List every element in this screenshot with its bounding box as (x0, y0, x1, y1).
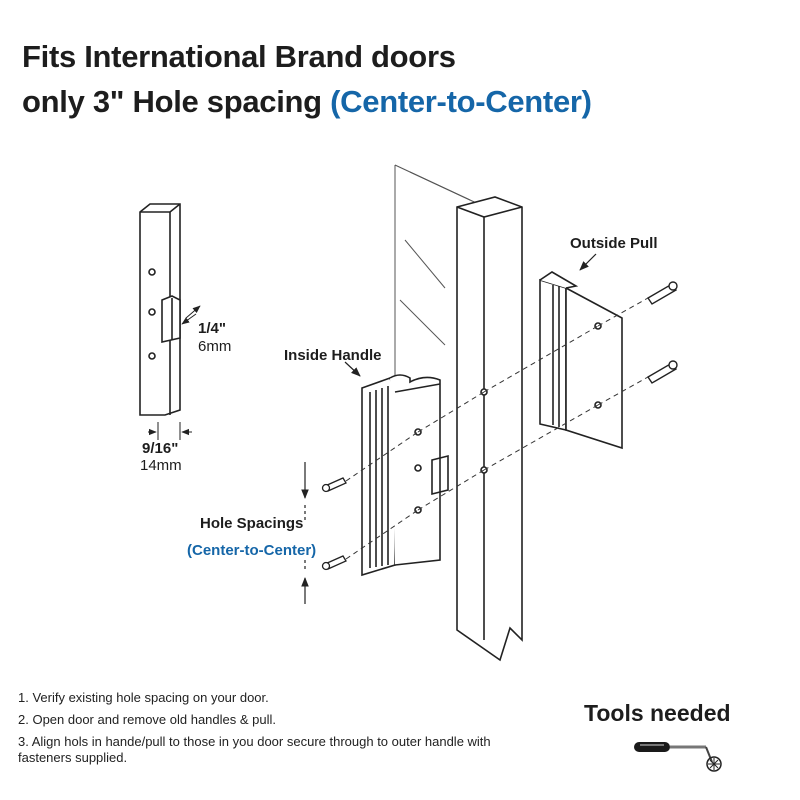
instruction-step-3: 3. Align hols in hande/pull to those in … (18, 734, 491, 765)
label-center-to-center: (Center-to-Center) (187, 542, 316, 559)
door-stile (456, 196, 523, 662)
installation-diagram: Outside Pull Inside Handle Hole Spacings… (139, 164, 678, 662)
screwdriver-icon (634, 742, 722, 772)
outside-pull (539, 271, 623, 450)
title-line-1: Fits International Brand doors (22, 39, 456, 74)
dim-quarter-inch: 1/4" (198, 320, 226, 337)
title-line-2: only 3" Hole spacing (22, 84, 331, 119)
label-inside-handle: Inside Handle (284, 347, 382, 364)
leader-arrows (344, 253, 597, 377)
dim-916-mm: 14mm (140, 457, 182, 474)
label-hole-spacings: Hole Spacings (200, 515, 303, 532)
instruction-list: 1. Verify existing hole spacing on your … (18, 690, 508, 772)
inside-screws (321, 477, 347, 571)
page-title: Fits International Brand doors only 3" H… (22, 34, 592, 124)
inside-handle (361, 374, 449, 577)
label-outside-pull: Outside Pull (570, 235, 658, 252)
alignment-lines (345, 297, 649, 560)
title-accent: (Center-to-Center) (330, 84, 592, 119)
dim-quarter-mm: 6mm (198, 338, 231, 355)
clip-detail (139, 203, 181, 416)
tools-needed-title: Tools needed (584, 700, 731, 726)
instruction-step-1: 1. Verify existing hole spacing on your … (18, 690, 269, 705)
instruction-step-2: 2. Open door and remove old handles & pu… (18, 712, 277, 727)
outside-screws (647, 281, 678, 384)
clip-dimensions (148, 305, 201, 440)
dim-916-inch: 9/16" (142, 440, 178, 457)
